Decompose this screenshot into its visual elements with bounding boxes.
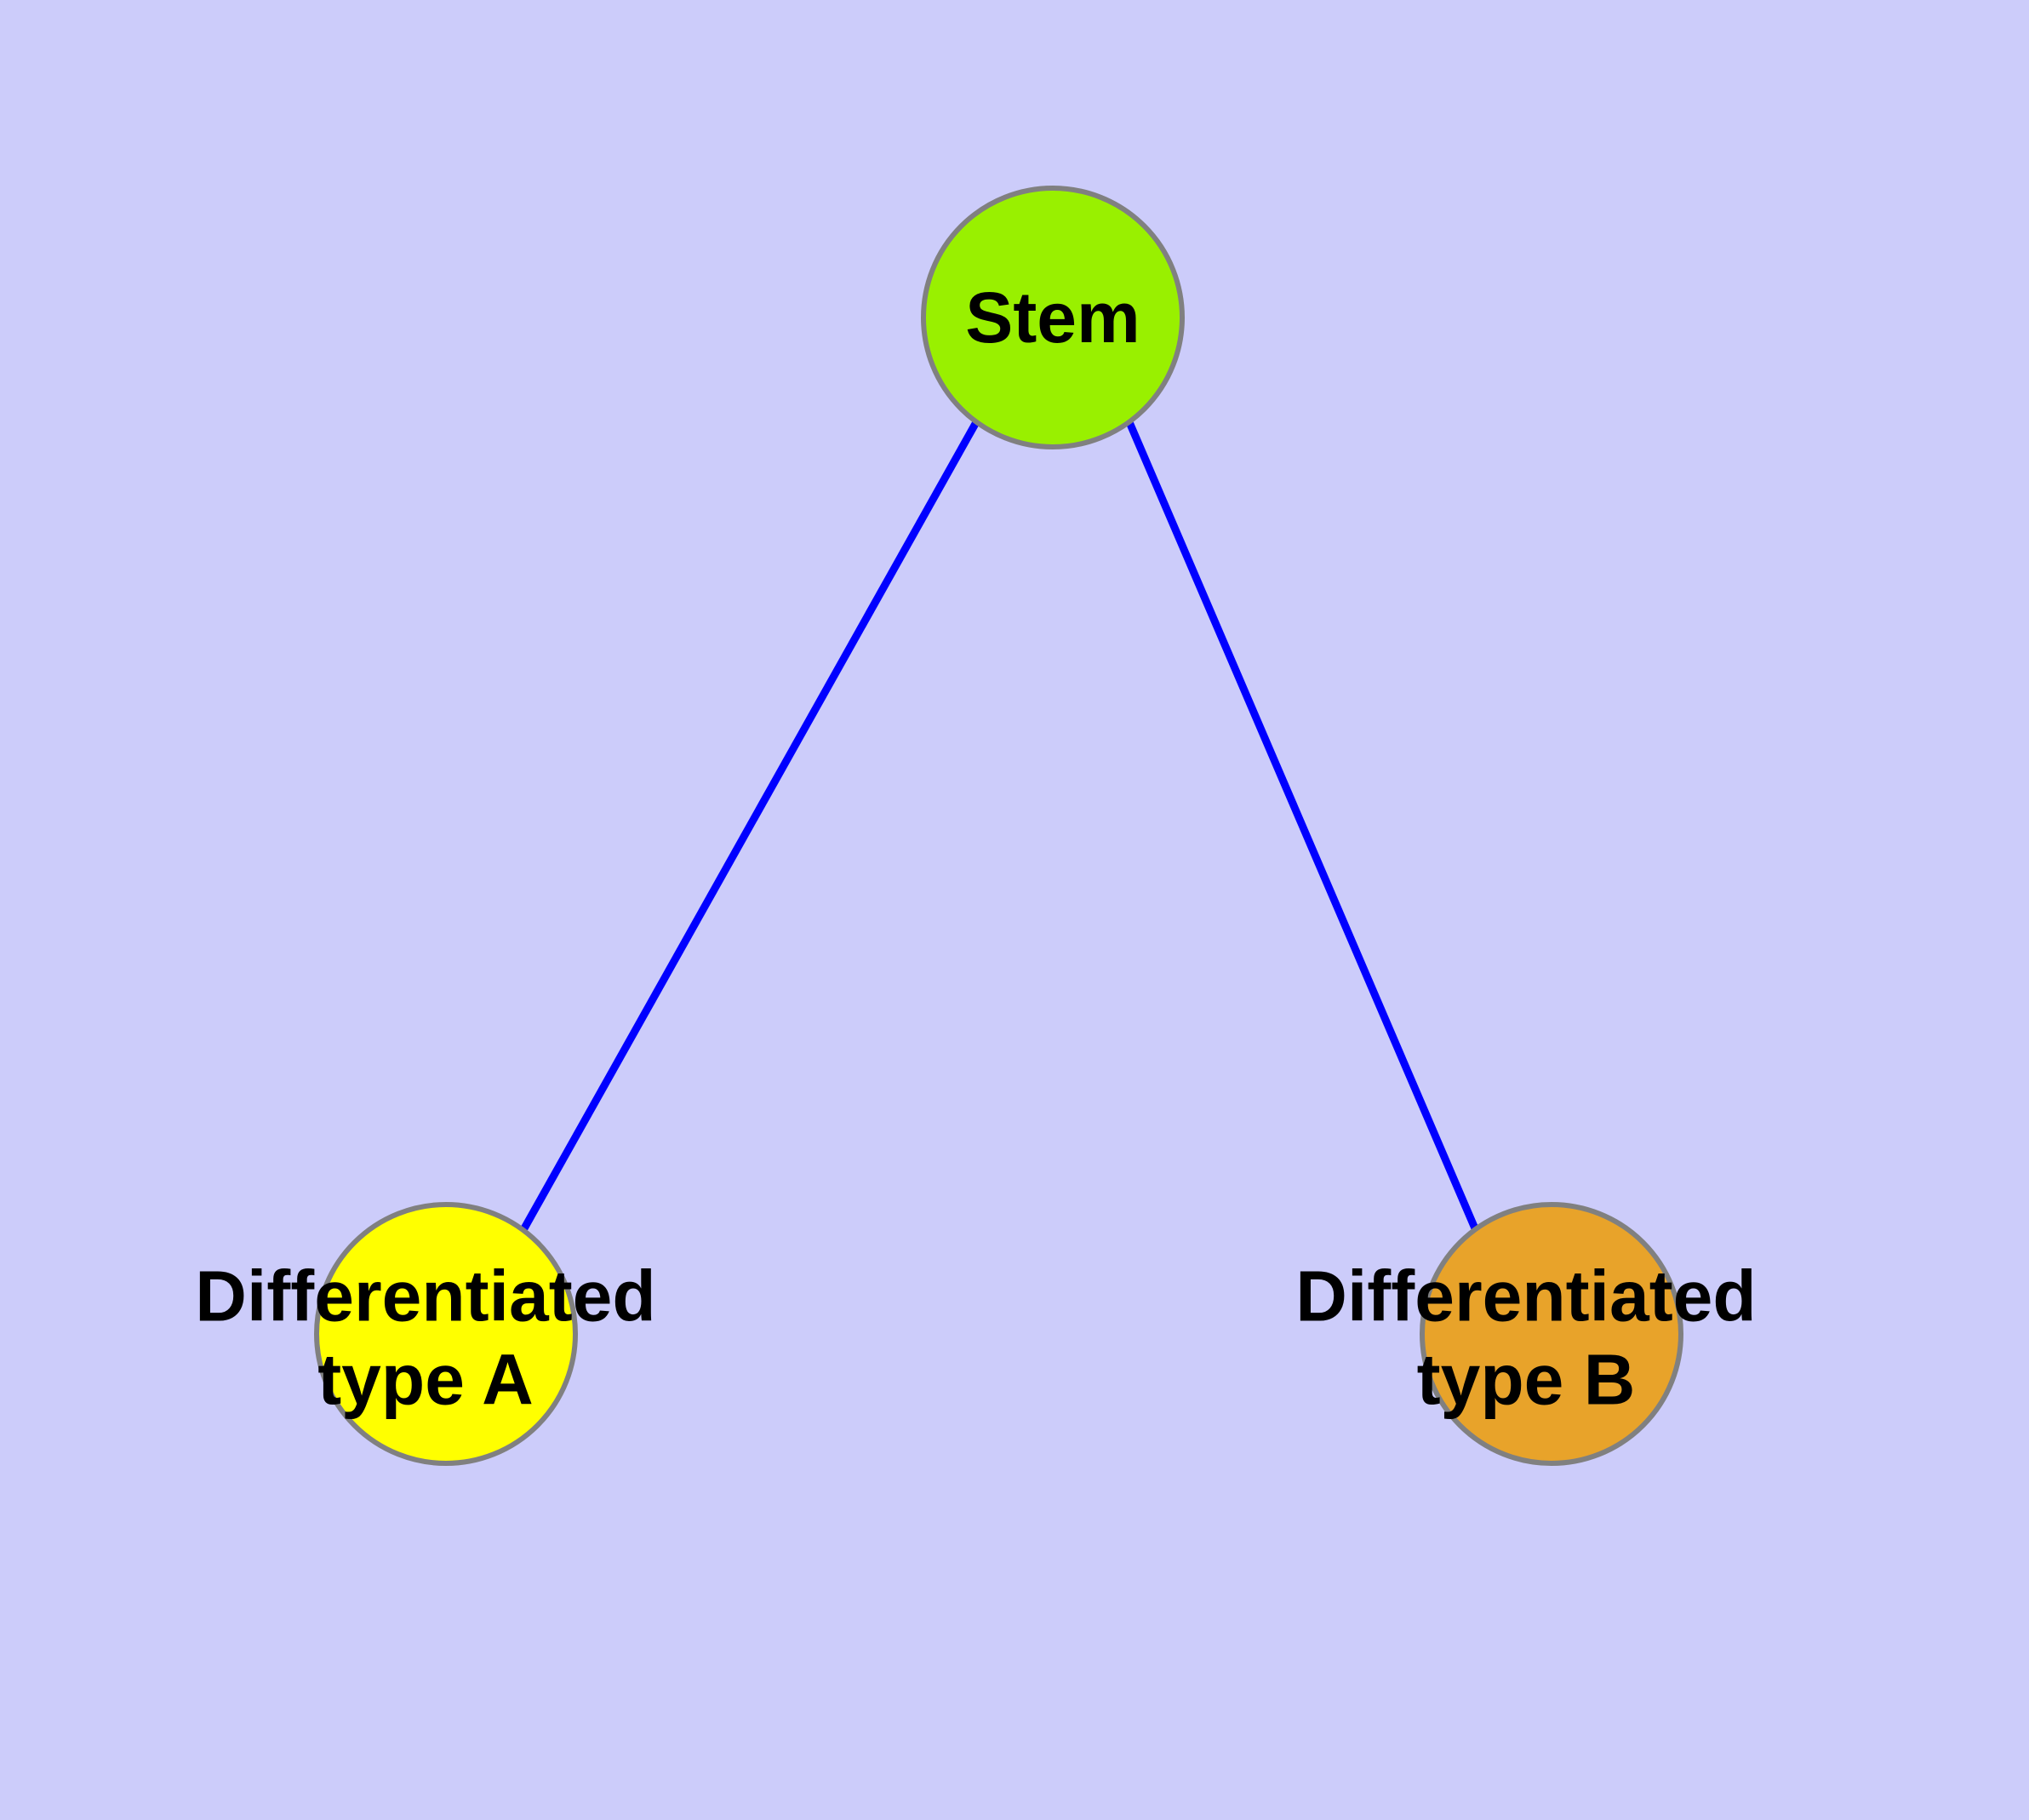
node-stem-circle[interactable] — [921, 186, 1185, 449]
edge-layer — [521, 420, 1479, 1231]
edge-stem-to-diff-a[interactable] — [521, 420, 980, 1231]
node-diff-b-circle[interactable] — [1420, 1202, 1683, 1466]
edge-stem-to-diff-b[interactable] — [1125, 421, 1479, 1230]
node-diff-a-circle[interactable] — [314, 1202, 578, 1466]
node-layer — [314, 186, 1683, 1466]
